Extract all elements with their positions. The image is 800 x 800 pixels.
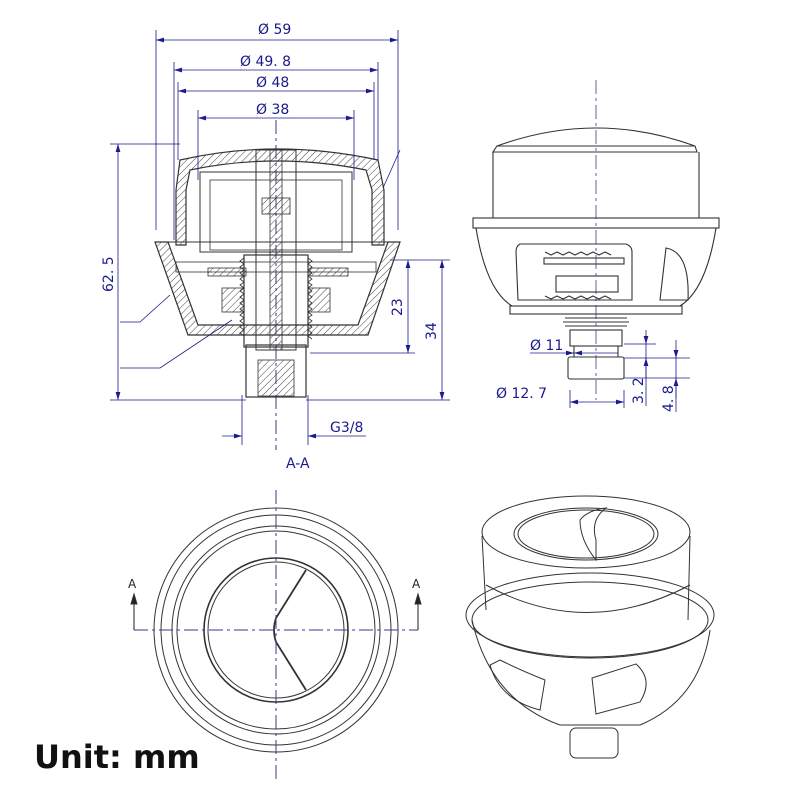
section-label: A-A [286, 456, 310, 472]
isometric-view [465, 495, 715, 759]
section-dimensions [110, 30, 450, 445]
section-view [120, 120, 401, 450]
side-dimensions [530, 330, 690, 412]
dim-thread: G3/8 [330, 420, 363, 436]
dim-d38: Ø 38 [256, 102, 289, 118]
dim-d48: Ø 48 [256, 75, 289, 91]
section-marker-right: A [412, 577, 421, 591]
dim-h34: 34 [424, 322, 440, 340]
dim-d11: Ø 11 [530, 338, 563, 354]
dim-d59: Ø 59 [258, 22, 291, 38]
side-view [472, 80, 720, 400]
top-view [130, 490, 422, 780]
unit-label: Unit: mm [34, 738, 200, 776]
dim-h23: 23 [390, 298, 406, 316]
dim-d12-7: Ø 12. 7 [496, 386, 547, 402]
dim-d49-8: Ø 49. 8 [240, 54, 291, 70]
section-marker-left: A [128, 577, 137, 591]
dim-h62-5: 62. 5 [101, 256, 117, 292]
dim-h4-8: 4. 8 [661, 385, 677, 412]
dim-h3-2: 3. 2 [631, 377, 647, 404]
